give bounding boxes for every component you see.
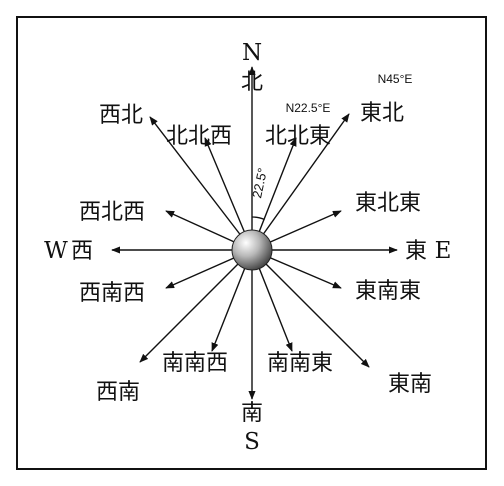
arrow-ne [251, 113, 350, 251]
label-north-northwest: 北北西 [166, 124, 232, 149]
label-north-northeast: 北北東 [265, 124, 331, 149]
label-south: 南 [241, 401, 263, 426]
label-south-southwest: 南南西 [162, 351, 228, 376]
label-northeast: 東北 [360, 101, 404, 126]
label-west-northwest: 西北西 [79, 200, 145, 225]
arrow-sw [139, 249, 253, 363]
east-letter: E [435, 238, 452, 264]
label-east-northeast: 東北東 [355, 191, 421, 216]
label-west-southwest: 西南西 [79, 281, 145, 306]
north-letter: N [242, 40, 262, 66]
label-southeast: 東南 [388, 372, 432, 397]
bearing-ne-label: N45°E [378, 72, 413, 86]
label-southwest: 西南 [96, 380, 140, 405]
angle-label: 22.5° [249, 167, 270, 200]
label-east-southeast: 東南東 [355, 279, 421, 304]
label-east: 東 [405, 239, 427, 264]
label-south-southeast: 南南東 [267, 351, 333, 376]
angle-arc [251, 216, 265, 221]
arrow-se [251, 249, 370, 368]
label-north: 北 [241, 70, 263, 95]
label-northwest: 西北 [99, 103, 143, 128]
label-west: 西 [71, 239, 93, 264]
center-hub [231, 229, 273, 271]
bearing-nne-label: N22.5°E [286, 101, 331, 115]
arrow-nw [149, 116, 253, 251]
west-letter: W [44, 238, 68, 264]
south-letter: S [244, 429, 260, 455]
